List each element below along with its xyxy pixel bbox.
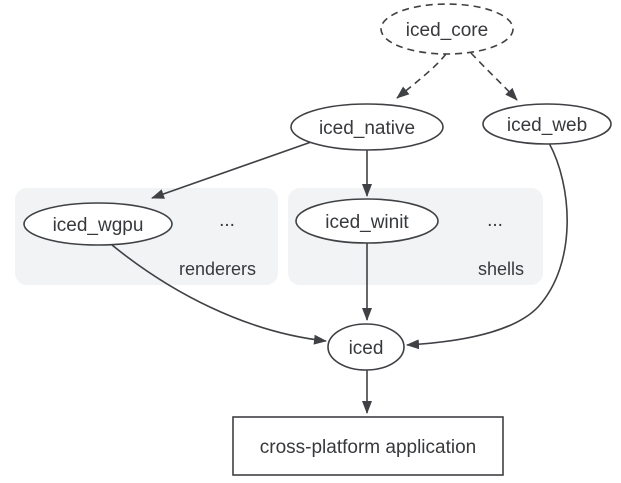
- edge-core-to-web: [470, 52, 518, 101]
- node-application-box: [232, 416, 504, 476]
- label-iced-core: iced_core: [406, 20, 488, 41]
- node-iced: [327, 323, 405, 371]
- label-application: cross-platform application: [260, 437, 476, 458]
- label-iced-web: iced_web: [507, 115, 587, 136]
- node-iced-web: [482, 103, 612, 145]
- renderers-group-label: renderers: [179, 259, 256, 279]
- node-iced-core: [380, 3, 514, 55]
- edge-core-to-native: [396, 53, 447, 99]
- renderers-ellipsis: ...: [219, 210, 235, 231]
- node-iced-wgpu: [23, 202, 173, 246]
- shells-group-label: shells: [478, 259, 524, 279]
- node-iced-native: [290, 103, 444, 151]
- edge-wgpu-to-iced: [111, 244, 327, 345]
- edge-web-to-iced: [406, 142, 568, 350]
- label-iced-wgpu: iced_wgpu: [53, 215, 144, 236]
- label-iced: iced: [349, 338, 384, 359]
- node-iced-winit: [295, 198, 439, 244]
- label-iced-native: iced_native: [319, 118, 415, 139]
- edge-native-to-wgpu: [151, 140, 315, 199]
- shells-ellipsis: ...: [487, 210, 503, 231]
- label-iced-winit: iced_winit: [325, 212, 409, 233]
